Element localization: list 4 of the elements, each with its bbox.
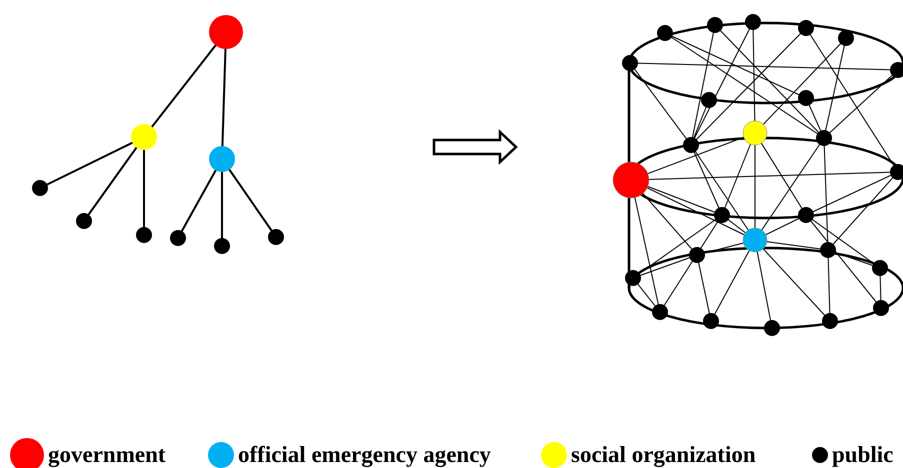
legend-label: government [48,442,166,468]
legend-label: public [832,442,894,468]
legend-label: official emergency agency [238,442,491,468]
legend-label: social organization [571,442,756,468]
